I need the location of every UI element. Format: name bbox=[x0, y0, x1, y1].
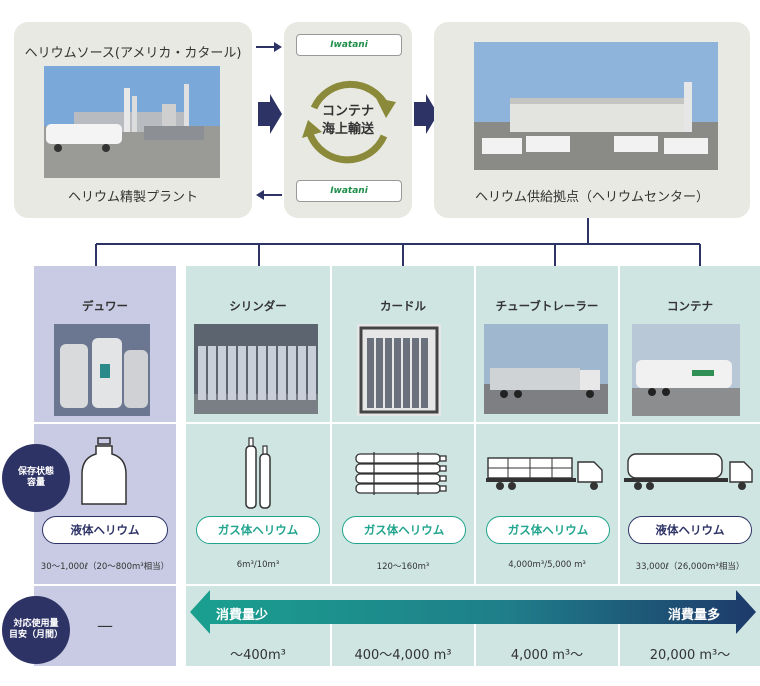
arrow-right-big-2 bbox=[414, 94, 438, 134]
estimate-text: 4,000 m³〜 bbox=[510, 648, 584, 663]
column-title: カードル bbox=[380, 299, 426, 313]
column-title: コンテナ bbox=[667, 299, 713, 313]
consumption-low: 消費量少 bbox=[216, 608, 269, 623]
column-title: チューブトレーラー bbox=[495, 299, 599, 313]
state-pill: ガス体ヘリウム bbox=[342, 516, 466, 544]
estimate-text: 400〜4,000 m³ bbox=[354, 648, 452, 663]
state-pill: 液体ヘリウム bbox=[628, 516, 752, 544]
container-top: Iwatani bbox=[296, 34, 402, 56]
dewar-icon bbox=[81, 437, 127, 505]
column-tube-trailer: チューブトレーラー ガス体ヘリウム 4,000m³/5,000 m³ 4,000… bbox=[476, 266, 618, 666]
curdle-icon bbox=[355, 452, 447, 495]
source-label: ヘリウムソース(アメリカ・カタール) bbox=[24, 46, 242, 61]
cycle-arrows-icon bbox=[302, 80, 396, 164]
usage-row-label: 対応使用量目安（月間） bbox=[2, 596, 70, 664]
shipping-label-2: 海上輸送 bbox=[321, 122, 374, 137]
dewar-photo bbox=[54, 324, 150, 416]
center-photo bbox=[474, 42, 718, 170]
cylinder-photo bbox=[194, 324, 318, 414]
column-cylinder: シリンダー ガス体ヘリウム 6m³/10m³ 〜400m³ bbox=[186, 266, 330, 666]
plant-photo bbox=[44, 66, 220, 178]
col-divider-2 bbox=[474, 266, 476, 584]
col-divider-6 bbox=[618, 620, 620, 666]
column-title: デュワー bbox=[82, 299, 128, 313]
col-divider-3 bbox=[618, 266, 620, 584]
container-bottom: Iwatani bbox=[296, 180, 402, 202]
row-divider-2 bbox=[34, 584, 760, 586]
col-divider-5 bbox=[474, 620, 476, 666]
curdle-photo bbox=[357, 324, 441, 416]
estimate-text: 20,000 m³〜 bbox=[649, 648, 731, 663]
column-dewar: デュワー 液体ヘリウム 30〜1,000ℓ（20〜800m³相当） — bbox=[34, 266, 176, 666]
plant-label: ヘリウム精製プラント bbox=[67, 190, 198, 205]
consumption-high: 消費量多 bbox=[668, 608, 721, 623]
column-title: シリンダー bbox=[229, 299, 287, 313]
arrow-right-big bbox=[258, 94, 282, 134]
arrow-left-small bbox=[256, 190, 282, 200]
capacity-text: 6m³/10m³ bbox=[236, 560, 280, 570]
estimate-text: 〜400m³ bbox=[230, 648, 286, 663]
state-pill: ガス体ヘリウム bbox=[196, 516, 320, 544]
cylinder-icon bbox=[245, 437, 271, 509]
iwatani-logo-bottom: Iwatani bbox=[330, 186, 368, 196]
arrow-right-small bbox=[256, 42, 282, 52]
capacity-text: 120〜160m³ bbox=[376, 562, 430, 572]
row-divider-1 bbox=[34, 422, 760, 424]
capacity-text: 4,000m³/5,000 m³ bbox=[508, 560, 586, 570]
center-label: ヘリウム供給拠点（ヘリウムセンター） bbox=[474, 190, 709, 205]
container-photo bbox=[632, 324, 740, 416]
shipping-label-1: コンテナ bbox=[321, 104, 374, 119]
estimate-text: — bbox=[97, 616, 113, 635]
column-curdle: カードル ガス体ヘリウム 120〜160m³ 400〜4,000 m³ bbox=[332, 266, 474, 666]
container-icon bbox=[624, 453, 753, 490]
col-divider-4 bbox=[330, 620, 332, 666]
tube-trailer-photo bbox=[484, 324, 608, 414]
storage-row-label: 保存状態容量 bbox=[2, 444, 70, 512]
col-divider-1 bbox=[330, 266, 332, 584]
state-pill: ガス体ヘリウム bbox=[486, 516, 610, 544]
state-pill: 液体ヘリウム bbox=[42, 516, 168, 544]
capacity-text: 30〜1,000ℓ（20〜800m³相当） bbox=[40, 562, 170, 572]
tube-trailer-icon bbox=[486, 457, 603, 490]
capacity-text: 33,000ℓ（26,000m³相当） bbox=[635, 562, 745, 572]
column-container: コンテナ 液体ヘリウム 33,000ℓ（26,000m³相当） 20,000 m… bbox=[620, 266, 760, 666]
iwatani-logo-top: Iwatani bbox=[330, 40, 368, 50]
consumption-arrow bbox=[190, 590, 756, 634]
